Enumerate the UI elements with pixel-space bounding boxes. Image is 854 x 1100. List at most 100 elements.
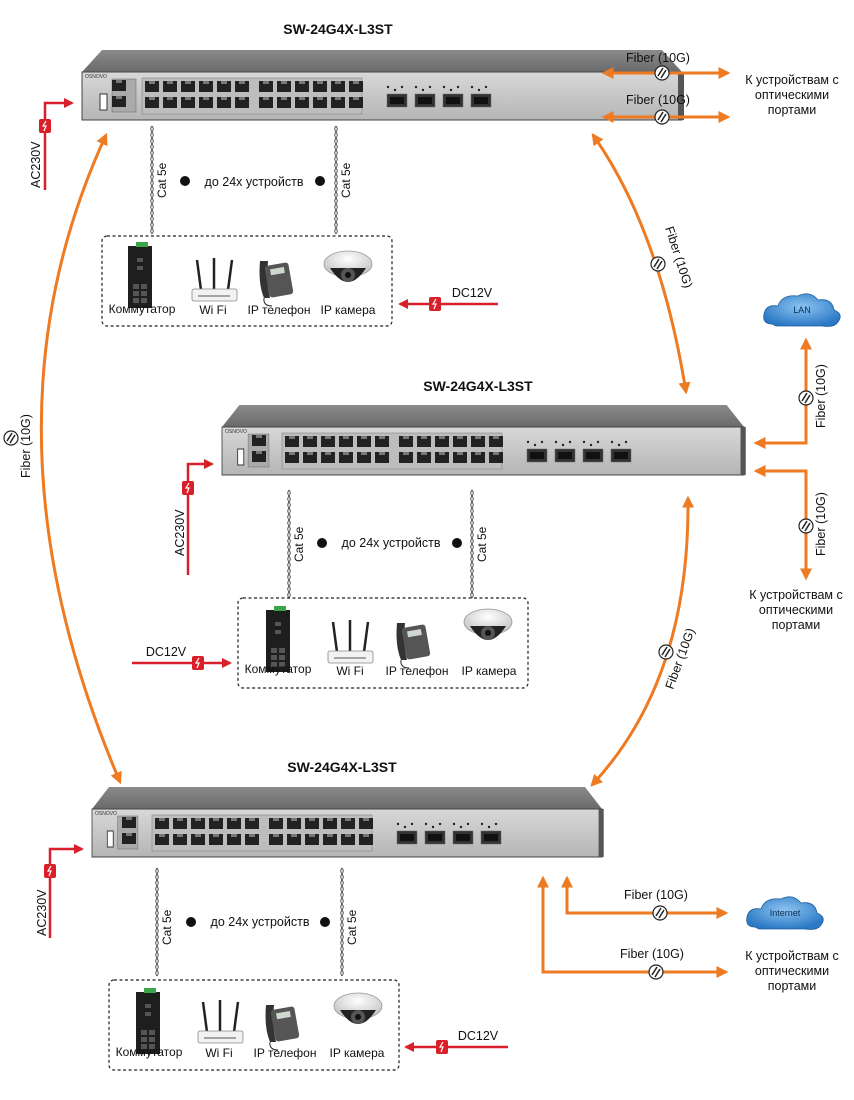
rj45-port [435,436,449,447]
svg-text:Fiber (10G): Fiber (10G) [662,225,695,290]
svg-text:Fiber (10G): Fiber (10G) [624,888,688,902]
switch-middle[interactable]: OSNOVO [221,404,747,476]
svg-text:Fiber (10G): Fiber (10G) [814,364,828,428]
rj45-port [375,452,389,463]
rj45-port [155,818,169,829]
sfp-led [449,88,453,92]
rj45-port [453,436,467,447]
svg-text:IP телефон: IP телефон [254,1046,317,1060]
switch-title-top: SW-24G4X-L3ST [283,21,393,37]
rj45-port [321,436,335,447]
rj45-port [163,97,177,108]
svg-text:IP телефон: IP телефон [386,664,449,678]
brand-logo: OSNOVO [85,74,107,80]
rj45-port [252,451,266,462]
power-dc-label: DC12V [458,1029,499,1043]
svg-text:Cat 5e: Cat 5e [339,162,353,198]
rj45-port [191,834,205,845]
rj45-port [471,436,485,447]
rj45-port [341,818,355,829]
rj45-port [245,834,259,845]
power-dc-bottom: DC12V [404,1029,508,1055]
power-ac-label: AC230V [173,509,187,556]
power-bolt-icon [181,480,195,496]
sfp-led [424,822,428,826]
sfp-ports [526,440,632,463]
rj45-port [252,435,266,446]
sfp-led [403,825,407,829]
sfp-port [424,830,446,845]
fiber-icon [654,65,670,81]
rj45-port [145,81,159,92]
rj45-port [321,452,335,463]
svg-text:Fiber (10G): Fiber (10G) [620,947,684,961]
rj45-port [331,81,345,92]
rj45-port [217,97,231,108]
sfp-led [421,88,425,92]
sfp-port [386,93,408,108]
fiber-icon [652,905,668,921]
svg-text:Internet: Internet [770,908,801,918]
fiber-link-top-2: Fiber (10G) [601,93,731,125]
svg-text:К устройствам с: К устройствам с [745,949,838,963]
power-dc-label: DC12V [146,645,187,659]
rj45-port [305,818,319,829]
fiber-link-top-middle: Fiber (10G) [591,133,695,395]
power-dc-top: DC12V [398,286,498,312]
svg-text:Wi Fi: Wi Fi [336,664,363,678]
cat5e-cable-middle-right: Cat 5e [470,489,489,599]
power-bolt-icon [191,655,205,671]
lan-cloud[interactable]: LAN [763,293,841,327]
rj45-port [112,96,126,107]
rj45-port [417,436,431,447]
fiber-icon [658,644,674,660]
fiber-icon [650,256,666,272]
switch-bottom[interactable]: OSNOVO [91,786,605,858]
cat5e-cable-bottom-right: Cat 5e [340,867,359,977]
fiber-icon [3,430,19,446]
sfp-led [610,440,614,444]
sfp-led [466,822,470,826]
rj45-port [227,818,241,829]
rj45-port [277,81,291,92]
svg-text:LAN: LAN [793,305,811,315]
svg-text:Коммутатор: Коммутатор [245,662,312,676]
sfp-led [442,85,446,89]
sfp-led [624,440,628,444]
ip-phone-icon [265,1004,301,1051]
rj45-port [295,81,309,92]
rj45-port [145,97,159,108]
sfp-led [456,85,460,89]
sfp-led [428,85,432,89]
rj45-port [399,436,413,447]
svg-text:IP камера: IP камера [321,303,376,317]
rj45-port [285,436,299,447]
rj45-port [235,97,249,108]
svg-text:Cat 5e: Cat 5e [292,526,306,562]
svg-text:Cat 5e: Cat 5e [475,526,489,562]
sfp-led [533,443,537,447]
fiber-label: Fiber (10G) [626,93,690,107]
ip-camera-icon [463,608,513,641]
power-ac-label: AC230V [35,889,49,936]
internet-cloud[interactable]: Internet [746,896,824,930]
rj45-port [313,97,327,108]
switch-top[interactable]: OSNOVO [81,49,685,121]
cat5e-cable-top-right: Cat 5e [334,125,353,235]
power-bolt-icon [435,1039,449,1055]
sfp-led [452,822,456,826]
rj45-port [122,817,136,828]
rj45-port [323,834,337,845]
sfp-led [540,440,544,444]
device-group-middle: Коммутатор Wi Fi IP телефон IP камера [237,597,529,689]
switch-title-bottom: SW-24G4X-L3ST [287,759,397,775]
sfp-port [470,93,492,108]
sfp-port [582,448,604,463]
fiber-icon [798,390,814,406]
sfp-port [610,448,632,463]
cat5e-cable-middle-left: Cat 5e [287,489,306,599]
optical-devices-label-middle: К устройствам с оптическими портами [749,588,842,632]
rj45-port [339,452,353,463]
sfp-led [484,85,488,89]
